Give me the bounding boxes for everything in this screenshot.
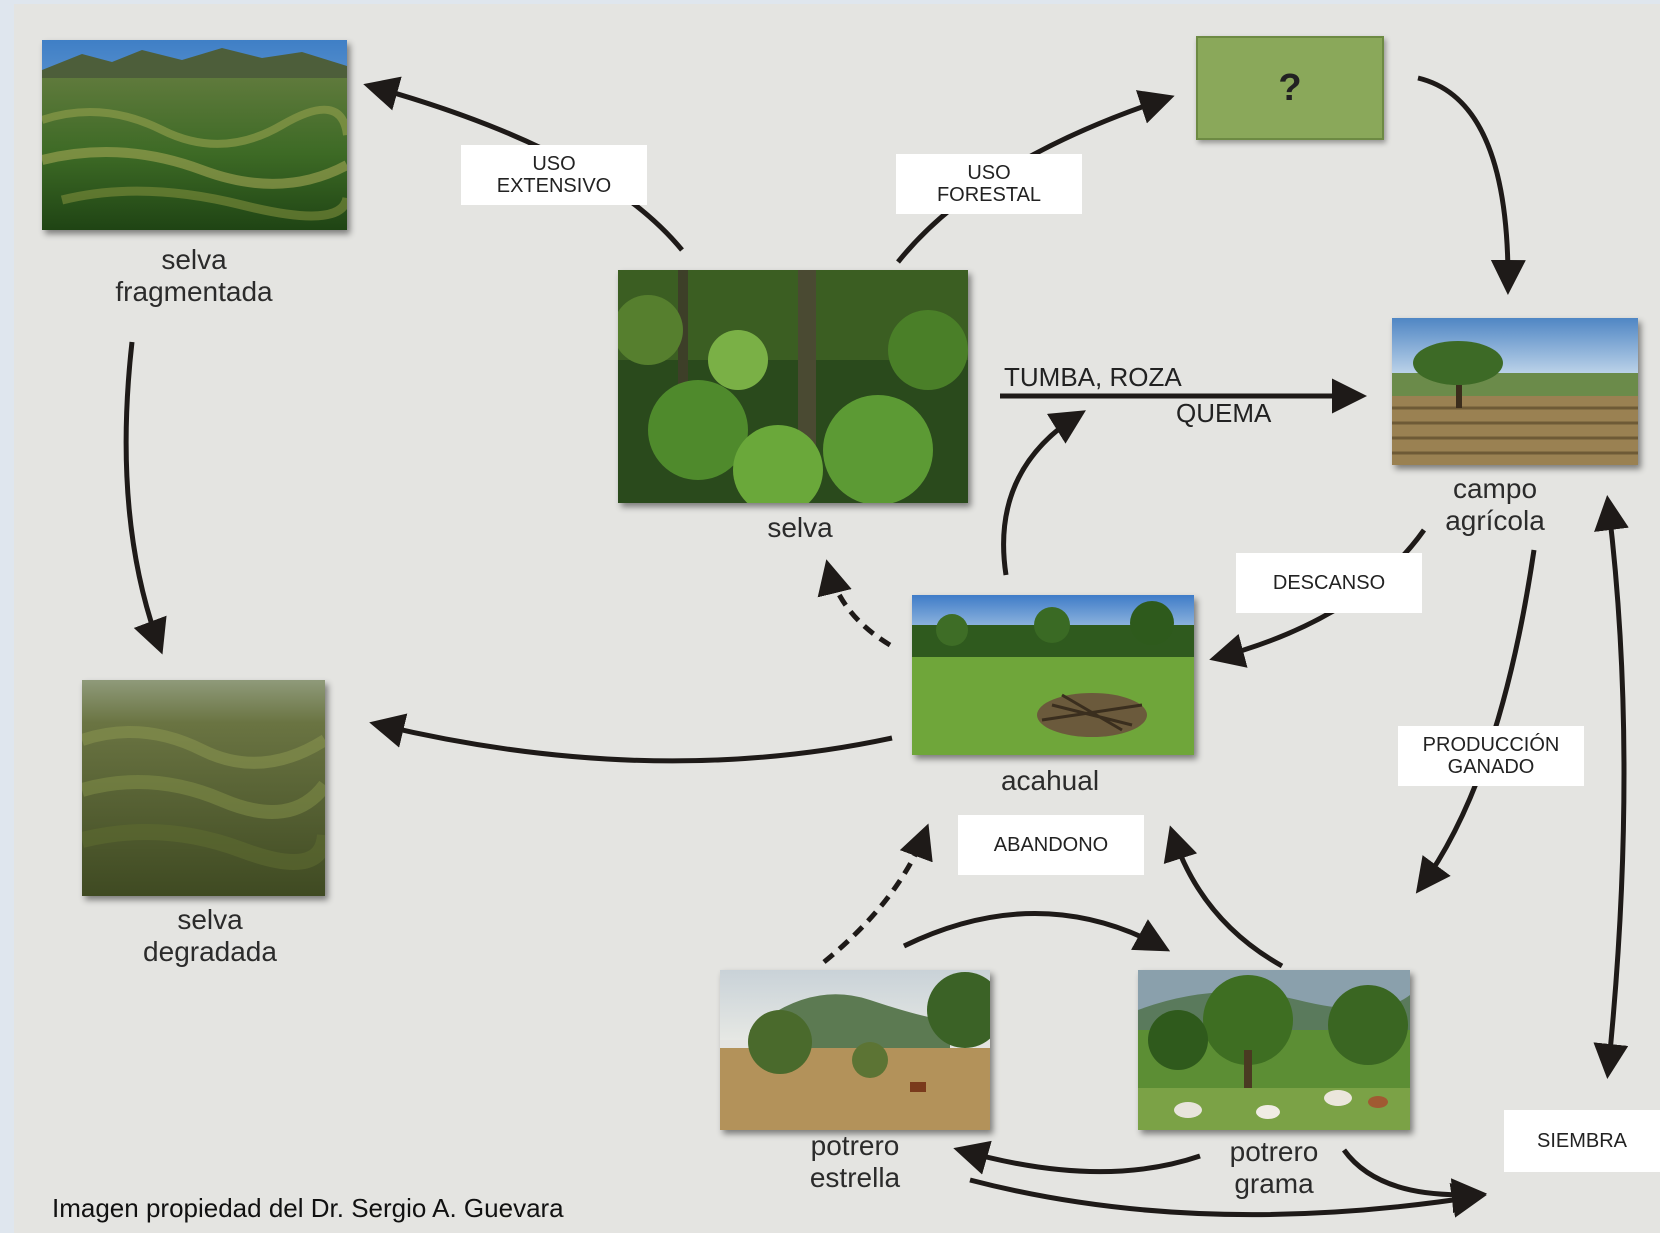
label-quema: QUEMA (1176, 398, 1272, 428)
photo-potrero-grama (1138, 970, 1410, 1130)
photo-campo-agricola (1392, 318, 1638, 465)
photo-selva (618, 270, 968, 503)
arrow-acahual-to-selva-dashed (817, 559, 892, 648)
label-uso-extensivo: USO EXTENSIVO (461, 145, 647, 205)
photo-selva-fragmentada (42, 40, 347, 230)
arrow-selva-fragmentada-to-degradada (123, 341, 167, 655)
arrow-unknown-to-campo (1417, 75, 1526, 295)
node-label-selva: selva (767, 512, 833, 543)
arrow-estrella-to-grama (902, 911, 1171, 952)
node-label-potrero-estrella: potrero estrella (809, 1130, 901, 1193)
arrow-produccion-ganado (1415, 549, 1537, 894)
node-label-acahual: acahual (1000, 765, 1100, 796)
image-credit: Imagen propiedad del Dr. Sergio A. Gueva… (52, 1193, 564, 1223)
label-uso-forestal: USO FORESTAL (896, 154, 1082, 214)
node-unknown: ? (1196, 36, 1384, 140)
label-produccion-ganado: PRODUCCIÓN GANADO (1398, 726, 1584, 786)
label-tumba-roza: TUMBA, ROZA (1004, 362, 1182, 392)
label-siembra: SIEMBRA (1504, 1110, 1660, 1172)
arrow-grama-to-estrella (953, 1140, 1201, 1175)
arrow-abandono-estrella-dashed (822, 823, 933, 964)
photo-potrero-estrella (720, 970, 990, 1130)
photo-acahual (912, 595, 1194, 755)
node-label-campo-agricola: campo agrícola (1445, 473, 1545, 536)
node-label-selva-fragmentada: selva fragmentada (115, 244, 273, 307)
label-abandono: ABANDONO (958, 815, 1144, 875)
arrow-grama-to-siembra (1341, 1148, 1487, 1214)
node-label-potrero-grama: potrero grama (1229, 1136, 1319, 1199)
arrow-siembra-campo (1593, 495, 1629, 1079)
arrow-estrella-to-siembra (969, 1177, 1487, 1218)
node-label-selva-degradada: selva degradada (143, 904, 277, 967)
arrow-abandono-grama (1163, 825, 1284, 969)
arrow-acahual-to-tumba (1001, 410, 1086, 576)
photo-selva-degradada (82, 680, 325, 896)
arrow-acahual-to-degradada (369, 713, 893, 764)
label-descanso: DESCANSO (1236, 553, 1422, 613)
